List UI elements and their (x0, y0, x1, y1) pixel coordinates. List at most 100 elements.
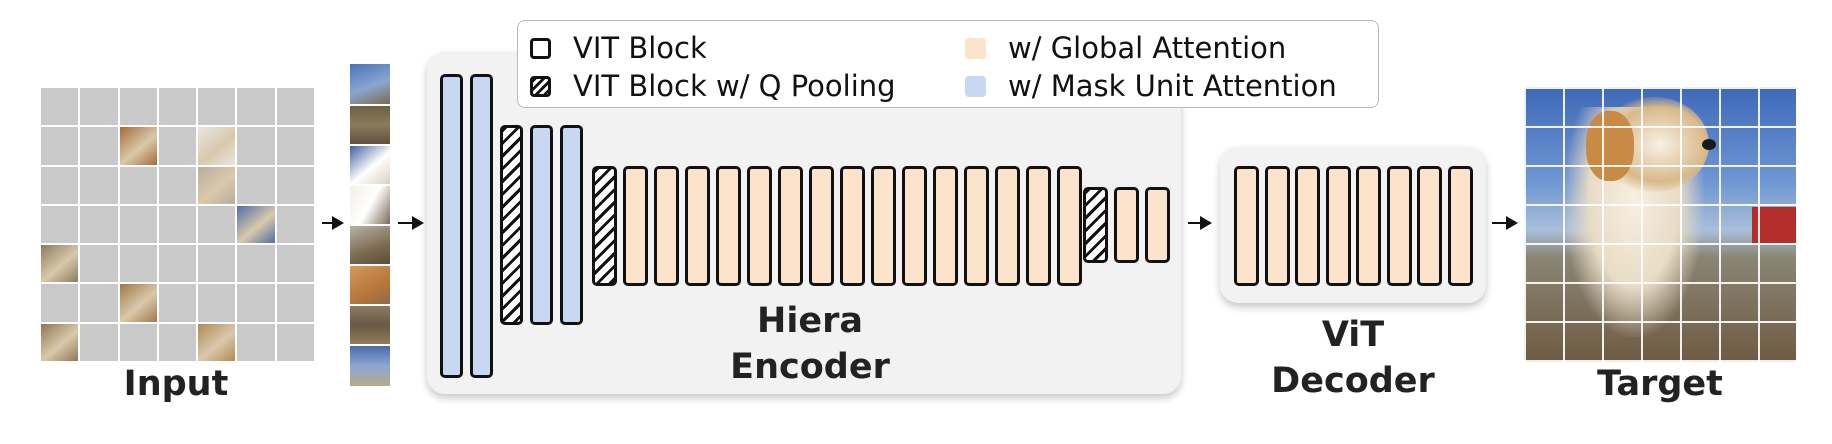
masked-patch (80, 323, 120, 361)
masked-patch (237, 127, 277, 167)
masked-patch (237, 245, 277, 285)
masked-patch (276, 127, 314, 167)
visible-patch (237, 205, 277, 246)
patch-tile (350, 346, 390, 386)
target-label: Target (1597, 364, 1723, 404)
encoder-block-global (809, 166, 834, 286)
masked-patch (80, 166, 120, 206)
visible-patch (119, 284, 159, 324)
masked-patch (198, 88, 238, 128)
encoder-block-q-pooling (592, 166, 617, 286)
encoder-block-global (1114, 187, 1139, 263)
masked-patch (158, 166, 199, 206)
encoder-block-global (995, 166, 1020, 286)
masked-patch (80, 88, 120, 128)
legend-item-q-pooling: VIT Block w/ Q Pooling (530, 69, 896, 103)
masked-patch (158, 245, 199, 285)
visible-patch (41, 245, 81, 285)
masked-patch (276, 205, 314, 246)
decoder-block-global (1234, 166, 1259, 286)
decoder-block-global (1295, 166, 1320, 286)
patch-tile (350, 146, 390, 184)
patch-tile (350, 106, 390, 144)
arrow-encoder-to-decoder (1188, 216, 1212, 230)
masked-patch (158, 205, 199, 246)
mask-unit-attention-swatch-icon (965, 75, 986, 97)
decoder-block-global (1325, 166, 1351, 286)
legend: VIT Block VIT Block w/ Q Pooling w/ Glob… (517, 20, 1379, 108)
masked-patch (276, 284, 314, 324)
decoder-title-line2: Decoder (1271, 361, 1435, 401)
masked-patch (119, 323, 159, 361)
decoder-panel (1220, 147, 1486, 303)
encoder-block-global (716, 166, 741, 286)
decoder-block-global (1264, 166, 1290, 286)
visible-patch (198, 323, 238, 361)
masked-patch (119, 205, 159, 246)
masked-patch (80, 127, 120, 167)
patch-tile (350, 306, 390, 344)
masked-patch (41, 284, 81, 324)
masked-patch (119, 88, 159, 128)
masked-patch (41, 127, 81, 167)
patch-tile (350, 186, 390, 224)
legend-item-vit-block: VIT Block (530, 31, 707, 65)
encoder-block-global (1026, 166, 1051, 286)
encoder-block-mask-unit (560, 125, 583, 325)
masked-patch (237, 88, 277, 128)
encoder-block-q-pooling (500, 125, 523, 325)
patch-tile (350, 226, 390, 264)
masked-patch (119, 166, 159, 206)
masked-patch (276, 323, 314, 361)
decoder-block-global (1356, 166, 1381, 286)
legend-item-global-attention: w/ Global Attention (965, 31, 1286, 65)
masked-patch (41, 205, 81, 246)
masked-patch (276, 166, 314, 206)
encoder-block-global (933, 166, 958, 286)
encoder-block-mask-unit (530, 125, 553, 325)
arrow-patches-to-encoder (398, 216, 424, 230)
encoder-block-global (623, 166, 648, 286)
masked-patch (158, 127, 199, 167)
encoder-block-global (840, 166, 865, 286)
visible-patch (41, 323, 81, 361)
encoder-block-global (1145, 187, 1170, 263)
target-grid-overlay (1524, 87, 1796, 362)
masked-patch (41, 166, 81, 206)
visible-patch (198, 166, 238, 206)
encoder-block-global (871, 166, 896, 286)
masked-patch (158, 88, 199, 128)
masked-patch (158, 323, 199, 361)
encoder-title-line1: Hiera (757, 301, 863, 341)
encoder-block-mask-unit (470, 74, 493, 378)
masked-patch (276, 88, 314, 128)
input-label: Input (123, 364, 229, 404)
target-image (1524, 87, 1796, 362)
masked-patch (80, 245, 120, 285)
decoder-block-global (1447, 166, 1473, 286)
input-grid (41, 88, 314, 361)
decoder-block-global (1417, 166, 1442, 286)
visible-patch (119, 127, 159, 167)
masked-patch (80, 205, 120, 246)
encoder-block-q-pooling (1083, 187, 1108, 263)
encoder-title-line2: Encoder (730, 347, 890, 387)
global-attention-swatch-icon (965, 37, 986, 59)
visible-patch (198, 127, 238, 167)
encoder-block-global (685, 166, 710, 286)
masked-patch (237, 284, 277, 324)
legend-label: VIT Block w/ Q Pooling (573, 69, 896, 103)
decoder-block-global (1386, 166, 1412, 286)
arrow-input-to-patches (322, 216, 344, 230)
masked-patch (276, 245, 314, 285)
decoder-title-line1: ViT (1321, 315, 1385, 355)
masked-patch (198, 245, 238, 285)
masked-patch (41, 88, 81, 128)
masked-patch (198, 284, 238, 324)
encoder-block-global (654, 166, 679, 286)
encoder-block-global (1057, 166, 1082, 286)
encoder-block-global (964, 166, 989, 286)
masked-patch (237, 323, 277, 361)
encoder-block-global (902, 166, 927, 286)
legend-label: VIT Block (573, 31, 707, 65)
